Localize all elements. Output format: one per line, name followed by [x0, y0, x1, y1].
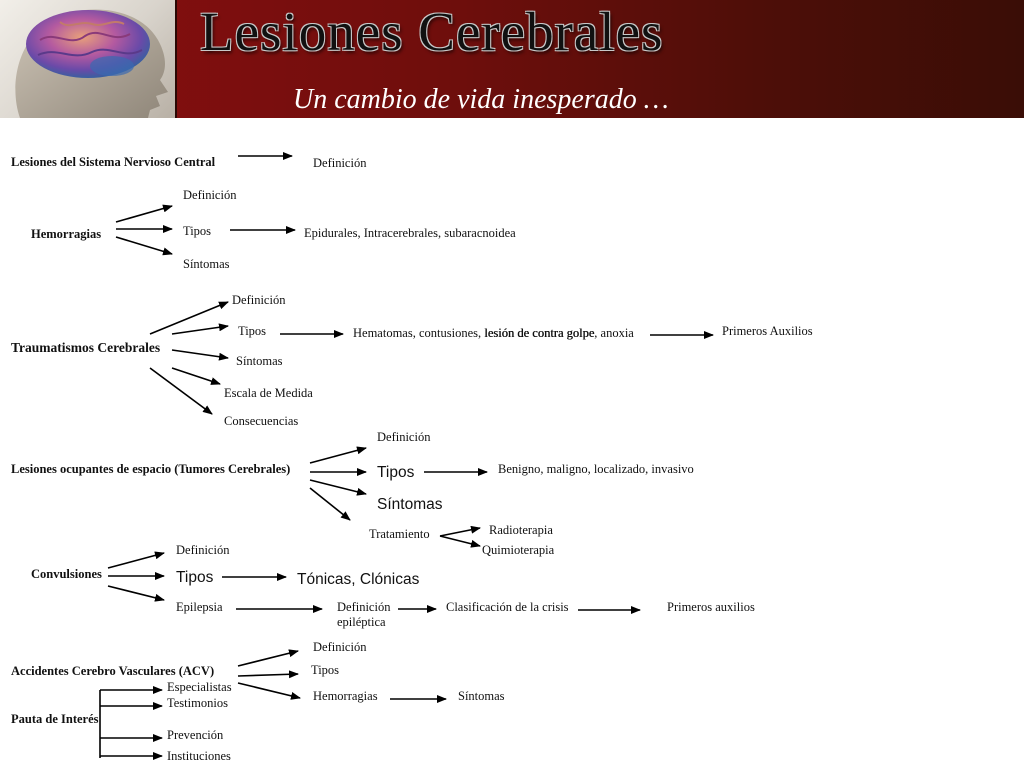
arrow: [107, 585, 165, 602]
node-hem-definicion: Definición: [183, 188, 237, 202]
node-conv-clasificacion: Clasificación de la crisis: [446, 600, 569, 614]
node-trau-tipos-detail: Hematomas, contusiones, lesión de contra…: [353, 326, 634, 341]
node-trau-consecuencias: Consecuencias: [224, 414, 299, 428]
node-hem-tipos-detail: Epidurales, Intracerebrales, subaracnoid…: [304, 226, 516, 240]
arrow: [237, 670, 299, 679]
node-tum-tipos: Tipos: [377, 464, 415, 481]
node-conv-definicion-epileptica: Definición epiléptica: [337, 600, 391, 629]
arrow: [115, 236, 173, 256]
arrow: [309, 487, 351, 521]
arrow: [171, 367, 221, 385]
page-title: Lesiones Cerebrales: [200, 1, 664, 62]
node-trau-definicion: Definición: [232, 293, 286, 307]
node-hemorragias: Hemorragias: [31, 227, 102, 241]
arrow: [171, 323, 229, 335]
arrow: [149, 367, 213, 415]
arrow: [237, 649, 299, 667]
node-acv-definicion: Definición: [313, 640, 367, 654]
brain-head-image: [0, 0, 177, 118]
node-convulsiones: Convulsiones: [31, 567, 102, 581]
node-trau-primeros-auxilios: Primeros Auxilios: [722, 324, 813, 338]
node-conv-tipos: Tipos: [176, 569, 214, 586]
node-tum-quimioterapia: Quimioterapia: [482, 543, 555, 557]
arrow: [149, 301, 229, 335]
brain-head-icon: [15, 9, 169, 118]
node-conv-tipos-detail: Tónicas, Clónicas: [297, 571, 420, 588]
node-tum-sintomas: Síntomas: [377, 496, 443, 513]
node-tum-definicion: Definición: [377, 430, 431, 444]
arrow-layer: [99, 152, 714, 760]
arrow: [171, 349, 229, 361]
node-pauta-instituciones: Instituciones: [167, 749, 231, 763]
node-pauta-testimonios: Testimonios: [167, 696, 228, 710]
node-trau-escala: Escala de Medida: [224, 386, 313, 400]
arrow: [439, 535, 481, 548]
node-conv-primeros-auxilios: Primeros auxilios: [667, 600, 755, 614]
page-subtitle: Un cambio de vida inesperado …: [293, 84, 669, 115]
node-conv-definicion: Definición: [176, 543, 230, 557]
node-traumatismos: Traumatismos Cerebrales: [11, 340, 161, 355]
arrow: [439, 525, 481, 537]
node-acv: Accidentes Cerebro Vasculares (ACV): [11, 664, 215, 678]
node-tumores: Lesiones ocupantes de espacio (Tumores C…: [11, 462, 291, 476]
node-snc: Lesiones del Sistema Nervioso Central: [11, 155, 216, 169]
node-conv-epilepsia: Epilepsia: [176, 600, 223, 614]
arrow: [309, 479, 367, 496]
node-tum-tratamiento: Tratamiento: [369, 527, 430, 541]
concept-map: Lesiones del Sistema Nervioso Central De…: [0, 118, 1024, 768]
node-trau-sintomas: Síntomas: [236, 354, 283, 368]
node-acv-sintomas: Síntomas: [458, 689, 505, 703]
header-banner: Lesiones Cerebrales Un cambio de vida in…: [0, 0, 1024, 118]
node-trau-tipos-detail-2: lesión de contra golpe: [484, 326, 595, 340]
node-hem-sintomas: Síntomas: [183, 257, 230, 271]
node-tum-radioterapia: Radioterapia: [489, 523, 553, 537]
node-trau-tipos-detail-3: , anoxia: [594, 326, 634, 340]
arrow: [107, 551, 165, 569]
arrow: [115, 204, 173, 223]
arrow: [309, 446, 367, 464]
node-trau-tipos: Tipos: [238, 324, 267, 338]
node-tum-tipos-detail: Benigno, maligno, localizado, invasivo: [498, 462, 694, 476]
node-pauta-especialistas: Especialistas: [167, 680, 232, 694]
node-pauta: Pauta de Interés: [11, 712, 99, 726]
node-pauta-prevencion: Prevención: [167, 728, 224, 742]
node-acv-hemorragias: Hemorragias: [313, 689, 378, 703]
node-trau-tipos-detail-1: Hematomas, contusiones,: [353, 326, 485, 340]
node-snc-definicion: Definición: [313, 156, 367, 170]
node-hem-tipos: Tipos: [183, 224, 212, 238]
arrow: [237, 682, 301, 700]
node-acv-tipos: Tipos: [311, 663, 340, 677]
